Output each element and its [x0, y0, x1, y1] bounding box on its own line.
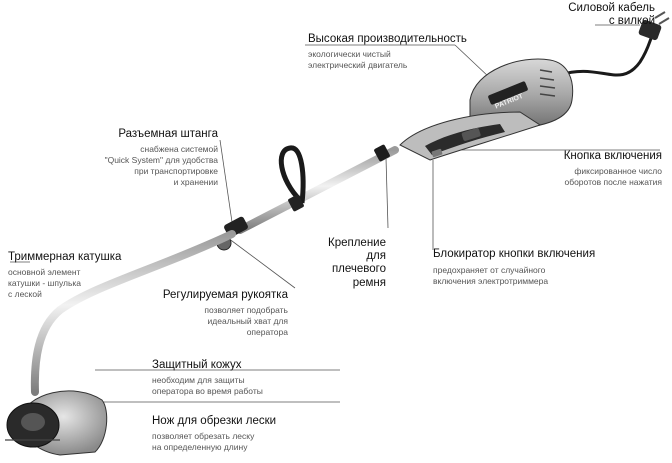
spool-hub — [21, 413, 45, 431]
power-cable — [559, 35, 654, 77]
handle-desc: позволяет подобрать идеальный хват для о… — [204, 305, 288, 338]
power-plug — [638, 19, 662, 41]
shaft-lower — [30, 230, 236, 396]
shaft-desc: снабжена системой "Quick System" для удо… — [104, 144, 218, 188]
leader-strap — [385, 157, 389, 229]
button-lock-desc: предохраняет от случайного включения эле… — [433, 265, 549, 287]
button-lock-switch — [431, 148, 443, 158]
plug-prong-1 — [654, 11, 666, 19]
blade-title: Нож для обрезки лески — [152, 415, 277, 427]
guard-desc: необходим для защиты оператора во время … — [152, 375, 263, 397]
power-button-title: Кнопка включения — [563, 150, 662, 162]
performance-title: Высокая производительность — [308, 33, 467, 45]
shaft-upper — [236, 146, 399, 234]
power-cable-title: Силовой кабель с вилкой — [568, 2, 655, 28]
motor-vents — [539, 69, 556, 97]
strap-mount-ring — [374, 144, 390, 162]
brand-badge — [488, 81, 528, 105]
leader-lines — [10, 24, 660, 403]
blade-desc: позволяет обрезать леску на определенную… — [152, 431, 255, 453]
handle-title: Регулируемая рукоятка — [162, 289, 288, 301]
leader-handle — [227, 237, 296, 289]
power-button-trigger — [461, 127, 481, 142]
button-lock-title: Блокиратор кнопки включения — [433, 248, 596, 260]
leader-shaft — [219, 139, 233, 223]
strap-mount-title: Крепление для плечевого ремня — [328, 237, 386, 289]
power-button-desc: фиксированное число оборотов после нажат… — [564, 166, 662, 188]
shaft-title: Разъемная штанга — [118, 128, 218, 140]
performance-desc: экологически чистый электрический двигат… — [308, 49, 408, 71]
guard-title: Защитный кожух — [152, 359, 242, 371]
spool-title: Триммерная катушка — [8, 251, 122, 263]
motor-housing — [469, 58, 574, 131]
spool-desc: основной элемент катушки - шпулька с лес… — [8, 267, 82, 300]
leader-performance-down — [454, 44, 491, 79]
aux-handle-clamp — [288, 194, 304, 212]
aux-handle-loop — [278, 145, 306, 204]
plug-prong-2 — [658, 17, 670, 25]
